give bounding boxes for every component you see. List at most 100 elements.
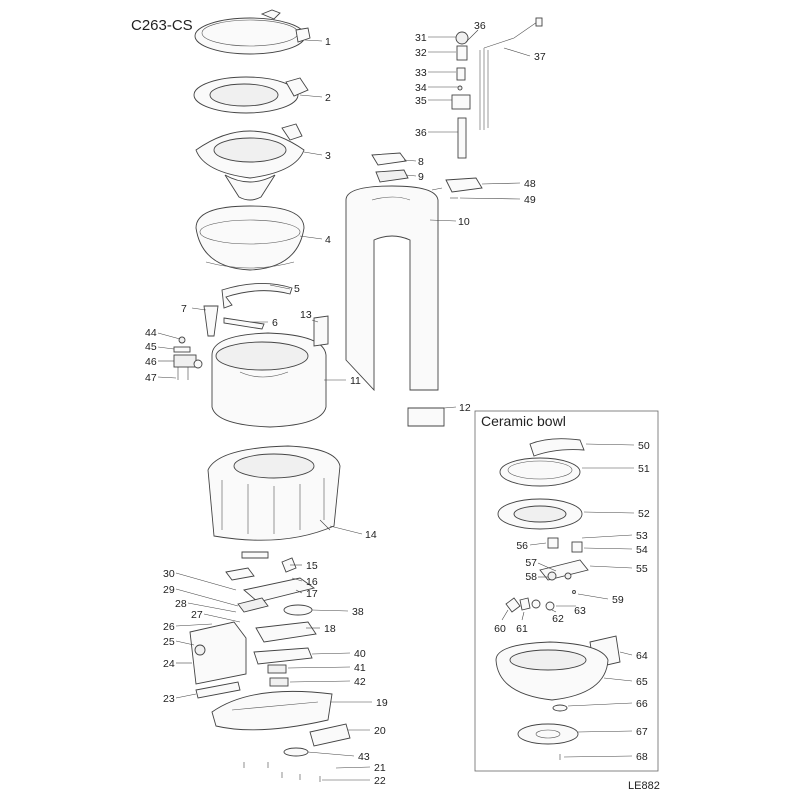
- callout-label: 50: [638, 440, 650, 452]
- leader-line: [551, 609, 557, 613]
- callout-label: 53: [636, 530, 648, 542]
- callout-label: 21: [374, 762, 386, 774]
- leader-line: [521, 611, 525, 621]
- callout-label: 68: [636, 751, 648, 763]
- callout-label: 8: [418, 156, 424, 168]
- callout-label: 29: [163, 584, 175, 596]
- leader-line: [501, 609, 509, 621]
- leader-line: [585, 443, 635, 446]
- part-side-panel: [189, 621, 247, 685]
- part-ceramic-mechanism: [539, 537, 589, 594]
- part-ring-seal: [221, 283, 293, 309]
- leader-line: [403, 159, 417, 162]
- part-cover: [309, 723, 351, 747]
- callout-label: 31: [415, 32, 427, 44]
- part-bowl-top: [195, 123, 305, 201]
- leader-line: [269, 284, 291, 290]
- callout-label: 48: [524, 178, 536, 190]
- part-cap: [371, 152, 407, 166]
- leader-line: [329, 525, 363, 535]
- leader-line: [481, 182, 521, 185]
- callout-label: 36: [474, 20, 486, 32]
- part-back-panel: [345, 185, 439, 392]
- callout-label: 60: [494, 623, 506, 635]
- part-seat: [193, 76, 309, 114]
- part-ceramic-base-plate: [517, 723, 579, 745]
- callout-label: 27: [191, 609, 203, 621]
- leader-line: [295, 589, 303, 594]
- leader-line: [299, 235, 323, 240]
- part-clip: [223, 317, 265, 330]
- callout-label: 6: [272, 317, 278, 329]
- part-pcb: [375, 169, 409, 183]
- part-door-slide: [407, 407, 445, 427]
- callout-label: 22: [374, 775, 386, 787]
- callout-label: 30: [163, 568, 175, 580]
- part-gasket: [283, 747, 309, 757]
- leader-line: [291, 577, 303, 582]
- callout-label: 3: [325, 150, 331, 162]
- callout-label: 20: [374, 725, 386, 737]
- part-button-panel: [445, 177, 483, 193]
- part-flush-valve: [451, 31, 471, 159]
- part-base: [211, 690, 333, 731]
- leader-line: [589, 565, 633, 569]
- callout-label: 49: [524, 194, 536, 206]
- callout-label: 58: [525, 571, 537, 583]
- callout-label: 43: [358, 751, 370, 763]
- part-plate: [255, 621, 317, 643]
- part-ceramic-lid: [499, 457, 581, 487]
- callout-label: 63: [574, 605, 586, 617]
- leader-line: [577, 593, 609, 600]
- part-bowl: [195, 205, 305, 271]
- callout-label: 4: [325, 234, 331, 246]
- callout-label: 35: [415, 95, 427, 107]
- part-upper-housing: [211, 332, 327, 428]
- part-valve-assembly: [173, 336, 203, 380]
- leader-line: [157, 332, 181, 340]
- callout-label: 13: [300, 309, 312, 321]
- leader-line: [583, 547, 633, 550]
- leader-line: [537, 562, 557, 572]
- leader-line: [577, 730, 633, 733]
- callout-label: 66: [636, 698, 648, 710]
- part-ceramic-bowl: [495, 641, 609, 701]
- leader-line: [157, 376, 177, 379]
- callout-label: 16: [306, 576, 318, 588]
- leader-line: [503, 47, 531, 57]
- callout-label: 28: [175, 598, 187, 610]
- callout-label: 59: [612, 594, 624, 606]
- part-seal-ring: [283, 604, 313, 616]
- leader-line: [311, 609, 349, 612]
- callout-label: 17: [306, 588, 318, 600]
- part-ceramic-valves: [505, 597, 555, 613]
- callout-label: 54: [636, 544, 648, 556]
- leader-line: [175, 623, 213, 627]
- callout-label: 19: [376, 697, 388, 709]
- callout-label: 45: [145, 341, 157, 353]
- leader-line: [583, 511, 635, 514]
- callout-label: 18: [324, 623, 336, 635]
- leader-line: [335, 766, 371, 769]
- callout-label: 42: [354, 676, 366, 688]
- part-ceramic-seal: [552, 704, 568, 712]
- callout-label: 12: [459, 402, 471, 414]
- leader-line: [203, 613, 241, 623]
- part-wire-harness: [479, 17, 543, 130]
- callout-label: 44: [145, 327, 157, 339]
- leader-line: [529, 542, 547, 546]
- callout-label: 5: [294, 283, 300, 295]
- part-ceramic-seat: [497, 498, 583, 530]
- callout-label: 23: [163, 693, 175, 705]
- leader-line: [311, 319, 319, 323]
- callout-label: 41: [354, 662, 366, 674]
- callout-label: 56: [516, 540, 528, 552]
- callout-label: 37: [534, 51, 546, 63]
- ceramic-bowl-frame: [474, 410, 659, 772]
- leader-line: [303, 151, 323, 156]
- part-latch: [313, 315, 329, 347]
- callout-label: 57: [525, 557, 537, 569]
- leader-line: [307, 751, 355, 757]
- diagram-title: C263-CS: [131, 17, 193, 34]
- callout-label: 25: [163, 636, 175, 648]
